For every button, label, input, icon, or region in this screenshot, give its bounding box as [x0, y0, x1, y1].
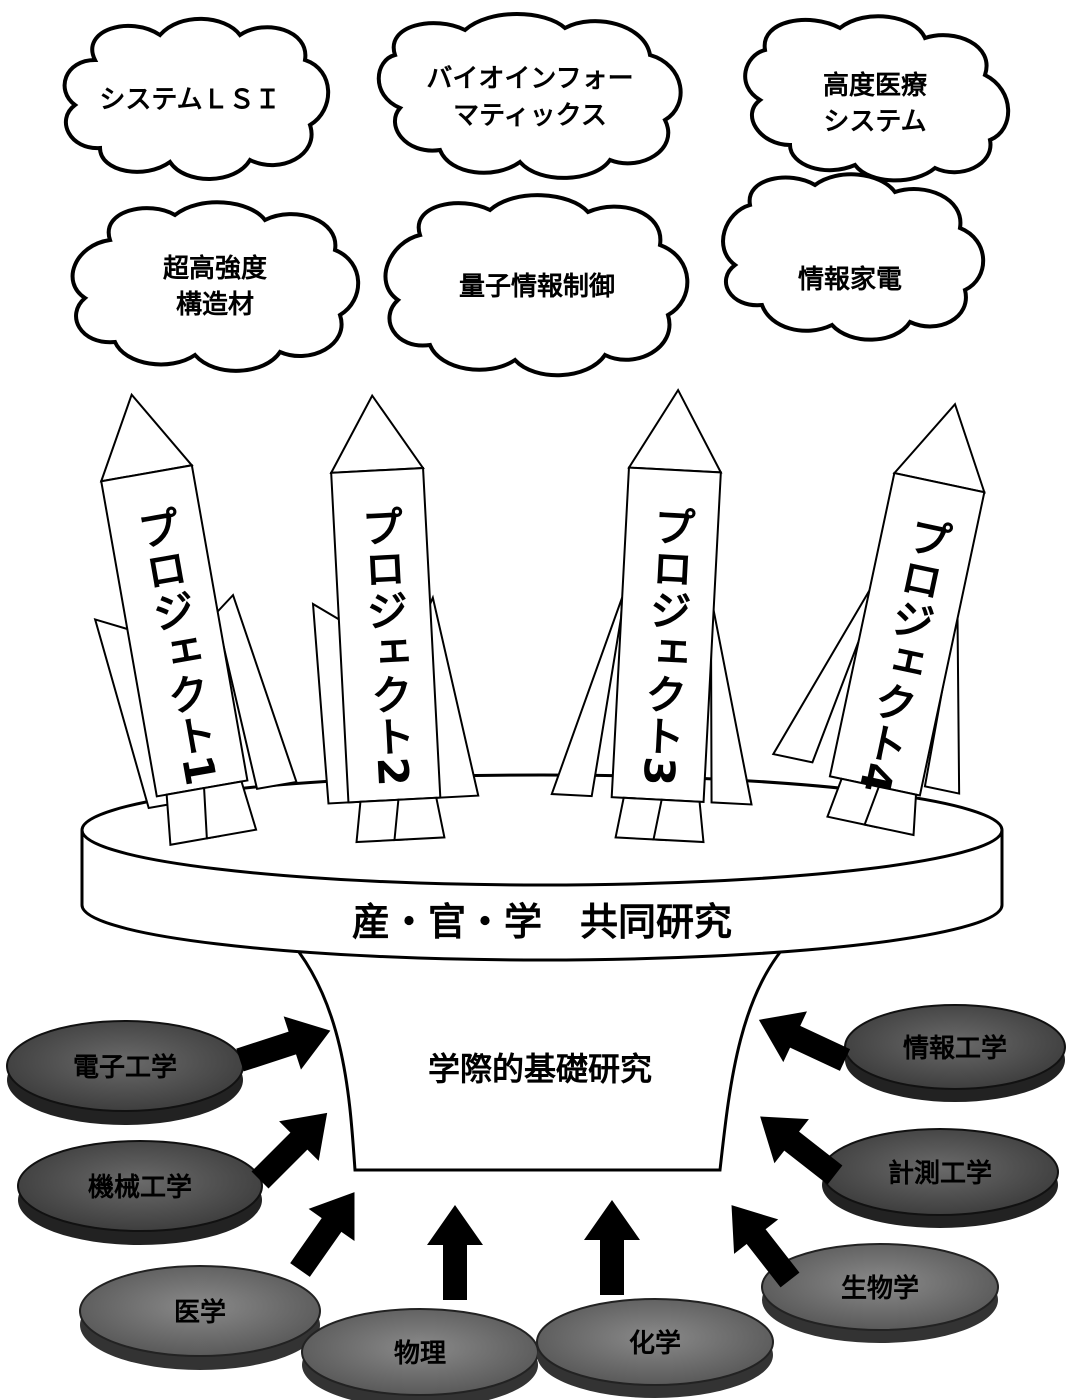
arrow-from-information — [758, 1011, 851, 1071]
funnel-label: 学際的基礎研究 — [428, 1050, 652, 1088]
cloud-label-line1: バイオインフォー — [426, 64, 633, 94]
disc-measurement: 計測工学 — [821, 1128, 1059, 1228]
cloud-label: 量子情報制御 — [459, 271, 615, 302]
arrow-from-electronics — [236, 1016, 331, 1072]
disc-label: 化学 — [629, 1328, 681, 1359]
disc-information: 情報工学 — [844, 1004, 1066, 1102]
cloud-high-strength-material: 超高強度 構造材 — [70, 200, 361, 373]
cloud-label: システムＬＳＩ — [99, 85, 280, 115]
disc-medicine: 医学 — [79, 1265, 321, 1370]
disc-physics: 物理 — [301, 1308, 539, 1400]
cloud-label-line2: マティックス — [453, 101, 607, 131]
cloud-system-lsi: システムＬＳＩ — [62, 16, 331, 181]
disc-label: 生物学 — [841, 1273, 919, 1304]
rocket-project-3: プロジェクト3 — [550, 388, 753, 844]
arrow-from-biology — [731, 1205, 800, 1288]
funnel: 学際的基礎研究 — [281, 933, 799, 1172]
cloud-label: 情報家電 — [798, 264, 902, 295]
platform: 産・官・学 共同研究 — [80, 773, 1004, 962]
disc-label: 計測工学 — [888, 1158, 992, 1189]
disc-chemistry: 化学 — [536, 1298, 774, 1398]
cloud-info-appliances: 情報家電 — [721, 172, 986, 342]
cloud-label-line2: システム — [823, 107, 926, 137]
arrow-from-measurement — [760, 1116, 843, 1185]
disc-label: 医学 — [174, 1297, 226, 1328]
disc-label: 機械工学 — [88, 1172, 192, 1203]
cloud-quantum-info-control: 量子情報制御 — [383, 193, 690, 378]
disc-label: 電子工学 — [73, 1052, 177, 1083]
arrow-from-medicine — [290, 1192, 355, 1277]
rocket-project-1: プロジェクト1 — [93, 392, 298, 846]
rocket-project-2: プロジェクト2 — [311, 393, 480, 844]
platform-label: 産・官・学 共同研究 — [352, 900, 732, 944]
cloud-bioinformatics: バイオインフォー マティックス — [376, 12, 683, 180]
arrow-from-physics — [427, 1205, 483, 1300]
disc-label: 物理 — [394, 1339, 446, 1369]
cloud-label-line1: 超高強度 — [163, 253, 267, 284]
disc-electronics: 電子工学 — [6, 1020, 244, 1125]
cloud-label-line1: 高度医療 — [823, 70, 928, 101]
rocket-project-4: プロジェクト4 — [771, 402, 986, 837]
cloud-label-line2: 構造材 — [176, 290, 254, 320]
arrow-from-chemistry — [584, 1200, 640, 1295]
disc-biology: 生物学 — [761, 1243, 999, 1343]
disc-label: 情報工学 — [903, 1033, 1007, 1064]
cloud-advanced-medical: 高度医療 システム — [743, 14, 1011, 183]
arrow-from-mechanical — [251, 1112, 328, 1189]
disc-mechanical: 機械工学 — [17, 1140, 263, 1245]
